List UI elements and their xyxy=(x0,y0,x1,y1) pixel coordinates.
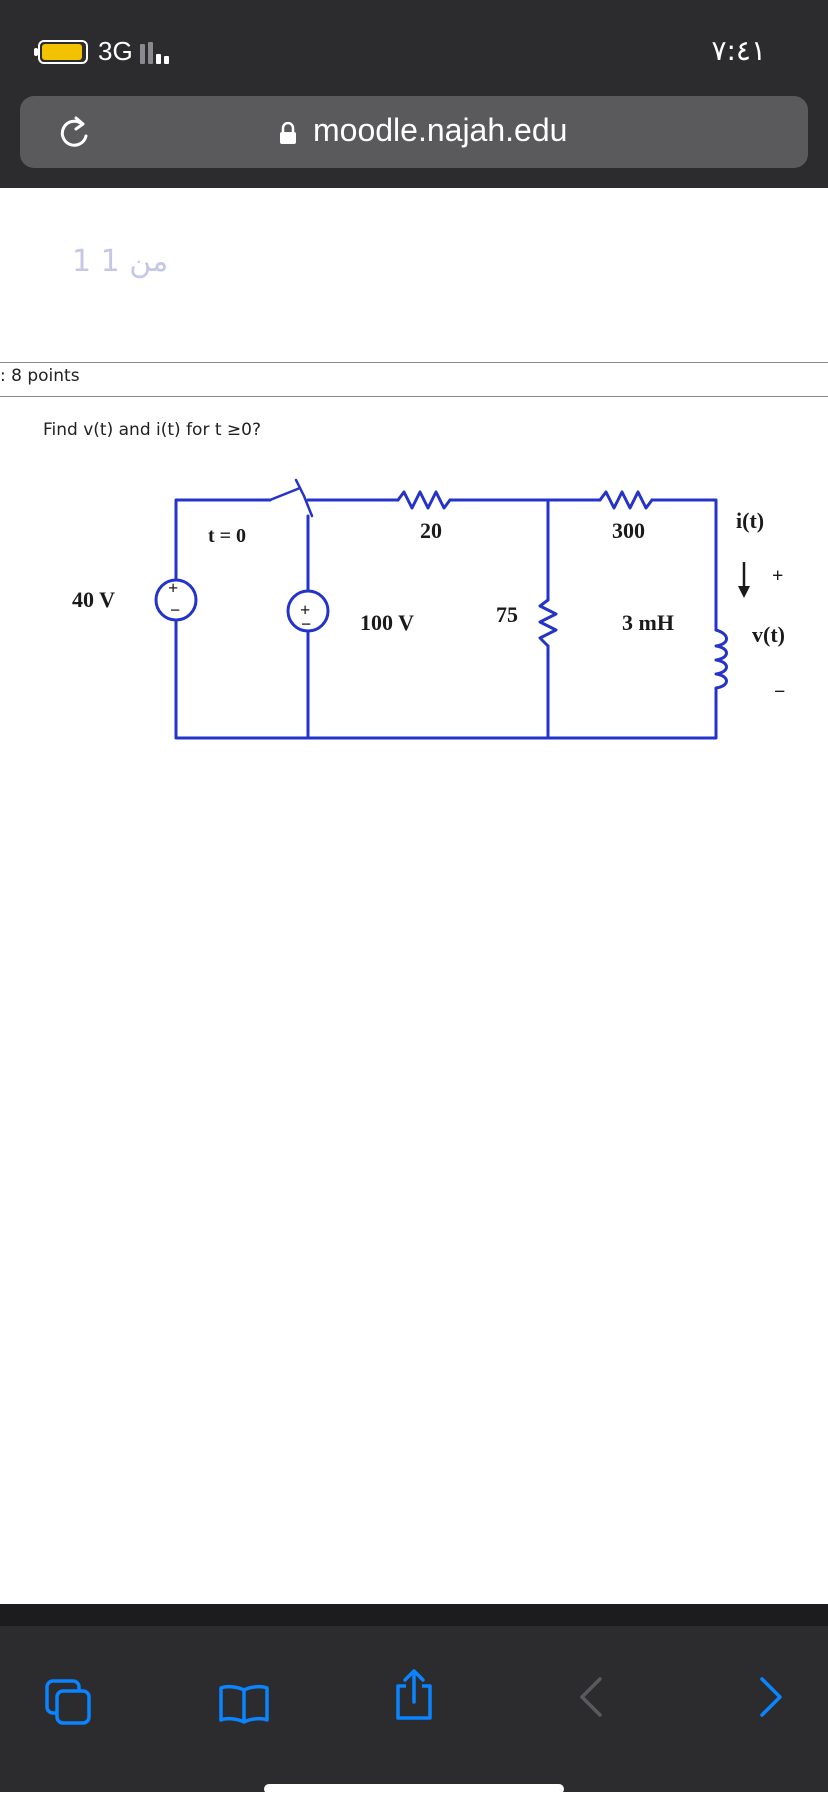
divider xyxy=(0,396,828,397)
status-time: ٧:٤١ xyxy=(711,34,766,67)
inductor-label: 3 mH xyxy=(622,610,674,635)
home-indicator[interactable] xyxy=(264,1784,564,1794)
voltage-minus: − xyxy=(774,681,785,703)
current-label: i(t) xyxy=(736,508,764,533)
source-mid-minus: − xyxy=(301,614,311,634)
signal-strength-icon xyxy=(140,40,180,64)
question-text: Find v(t) and i(t) for t ≥0? xyxy=(43,420,262,440)
network-type: 3G xyxy=(98,36,133,66)
lock-icon xyxy=(280,122,296,144)
divider xyxy=(0,362,828,363)
chevron-left-icon[interactable] xyxy=(578,1676,604,1718)
resistor-20-label: 20 xyxy=(420,518,442,543)
address-bar[interactable]: moodle.najah.edu xyxy=(20,96,808,168)
chevron-right-icon[interactable] xyxy=(758,1676,784,1718)
resistor-300-label: 300 xyxy=(612,518,645,543)
bottom-toolbar xyxy=(0,1604,828,1794)
source-mid-label: 100 V xyxy=(360,610,414,635)
tabs-icon[interactable] xyxy=(44,1678,94,1728)
url-text[interactable]: moodle.najah.edu xyxy=(313,112,568,148)
source-left-plus: + xyxy=(168,578,178,598)
source-left-minus: − xyxy=(170,600,180,620)
battery-icon xyxy=(34,40,88,64)
book-icon[interactable] xyxy=(218,1684,270,1724)
reload-icon[interactable] xyxy=(58,114,90,150)
voltage-label: v(t) xyxy=(752,622,785,647)
circuit-diagram: 40 V + − t = 0 + − 100 V 20 300 75 3 mH … xyxy=(72,478,785,740)
voltage-plus: + xyxy=(772,565,783,587)
share-icon[interactable] xyxy=(394,1668,434,1722)
source-left-label: 40 V xyxy=(72,587,115,612)
page-count: 1 من 1 xyxy=(72,244,169,279)
switch-label: t = 0 xyxy=(208,525,246,547)
source-mid-plus: + xyxy=(300,600,310,620)
question-points: : 8 points xyxy=(0,366,80,386)
top-browser-chrome: 3G ٧:٤١ moodle.najah.edu xyxy=(0,0,828,188)
resistor-75-label: 75 xyxy=(496,602,518,627)
